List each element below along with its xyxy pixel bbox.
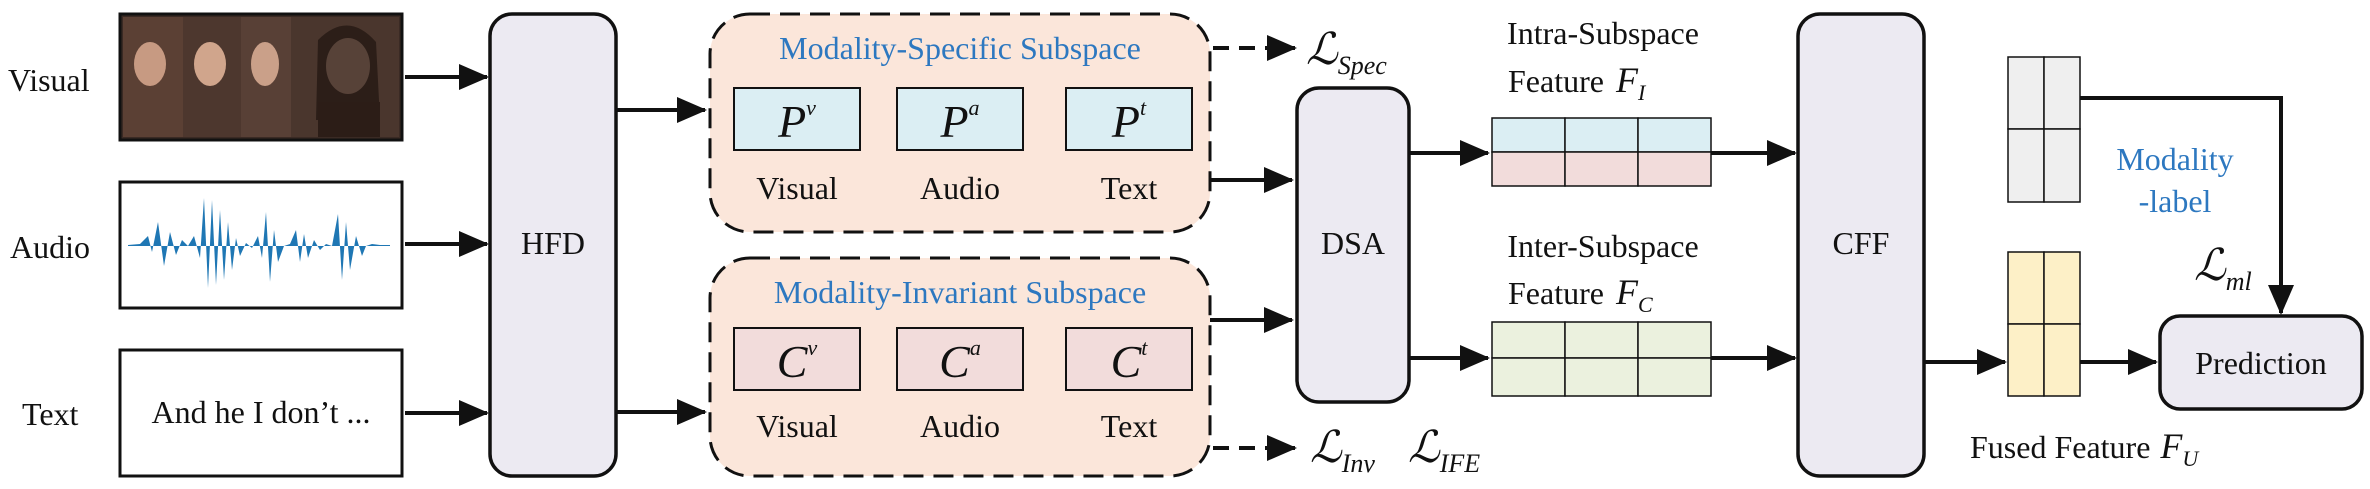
hfd-module	[488, 12, 618, 478]
svg-text:Pt: Pt	[1111, 95, 1147, 147]
cff-module	[1796, 12, 1926, 478]
invariant-label-visual: Visual	[756, 408, 838, 444]
modality-label-block	[2007, 56, 2081, 203]
input-label-visual: Visual	[8, 62, 90, 98]
token-p-text: Pt	[1065, 87, 1193, 151]
loss-inv: ℒInv	[1310, 423, 1375, 478]
visual-frames-image	[118, 12, 404, 142]
svg-text:Pa: Pa	[939, 95, 979, 147]
token-c-visual: Cv	[733, 327, 861, 391]
svg-text:Ct: Ct	[1111, 335, 1149, 387]
specific-label-visual: Visual	[756, 170, 838, 206]
svg-text:Cv: Cv	[777, 335, 818, 387]
invariant-subspace-title: Modality-Invariant Subspace	[774, 274, 1146, 310]
loss-spec: ℒSpec	[1306, 25, 1387, 80]
specific-label-audio: Audio	[920, 170, 1000, 206]
text-input-sample: And he I don’t ...	[152, 394, 371, 430]
token-c-audio: Ca	[896, 327, 1024, 391]
loss-ife: ℒIFE	[1408, 423, 1480, 478]
token-p-audio: Pa	[896, 87, 1024, 151]
token-c-text: Ct	[1065, 327, 1193, 391]
specific-subspace-title: Modality-Specific Subspace	[779, 30, 1141, 66]
intra-feature-title: Intra-Subspace	[1507, 15, 1699, 51]
prediction-label: Prediction	[2195, 345, 2327, 381]
input-label-text: Text	[22, 396, 79, 432]
invariant-label-audio: Audio	[920, 408, 1000, 444]
inter-feature-title: Inter-Subspace	[1507, 228, 1698, 264]
loss-ml: ℒml	[2194, 241, 2252, 296]
dsa-label: DSA	[1321, 225, 1385, 261]
token-p-visual: Pv	[733, 87, 861, 151]
modality-label-text-1: Modality	[2116, 141, 2233, 177]
svg-text:Pv: Pv	[777, 95, 816, 147]
prediction-module	[2158, 314, 2364, 411]
hfd-label: HFD	[521, 225, 585, 261]
text-input-box	[118, 348, 404, 478]
invariant-label-text: Text	[1101, 408, 1158, 444]
cff-label: CFF	[1833, 225, 1890, 261]
svg-text:Ca: Ca	[939, 335, 981, 387]
inter-feature-grid	[1491, 321, 1712, 397]
specific-label-text: Text	[1101, 170, 1158, 206]
audio-waveform	[128, 198, 390, 288]
audio-waveform-box	[118, 180, 404, 310]
input-label-audio: Audio	[10, 229, 90, 265]
modality-label-text-2: -label	[2139, 183, 2212, 219]
fused-feature-block	[2007, 251, 2081, 397]
intra-feature-grid	[1491, 117, 1712, 187]
arrow-modality-label-prediction	[2080, 96, 2294, 315]
dsa-module	[1295, 86, 1411, 404]
